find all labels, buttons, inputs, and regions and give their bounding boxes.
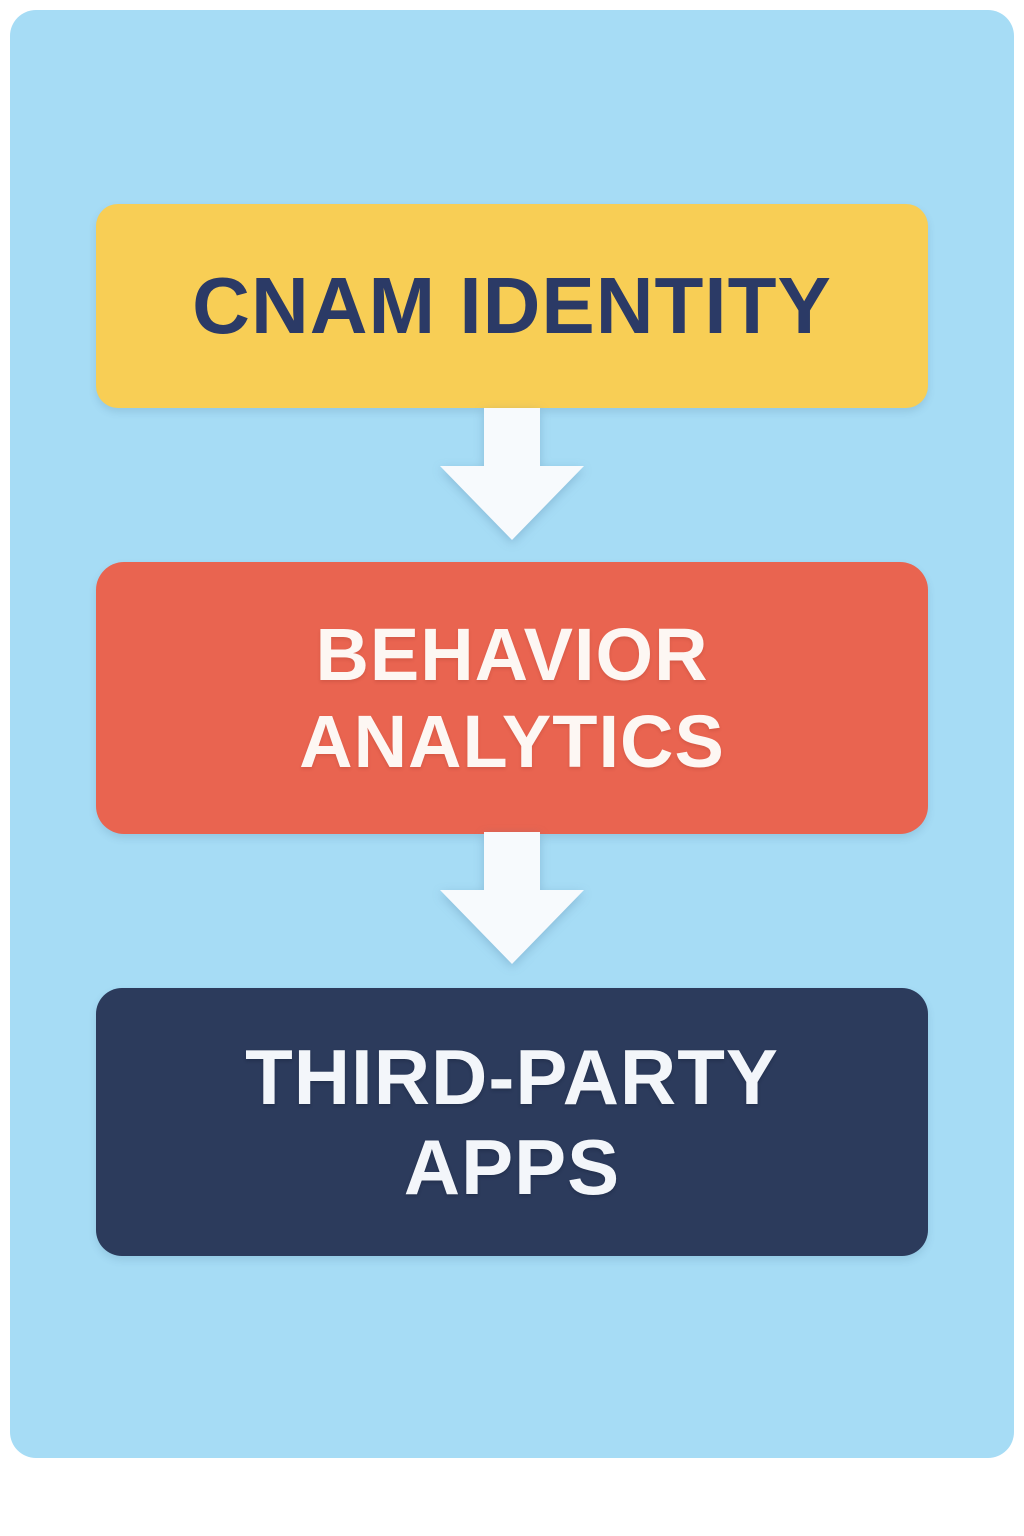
flow-arrow-down-icon	[432, 408, 592, 540]
node-label: BEHAVIOR	[315, 612, 709, 696]
node-label: THIRD-PARTY	[245, 1032, 779, 1121]
node-third-party-apps: THIRD-PARTY APPS	[96, 988, 928, 1256]
node-label: ANALYTICS	[299, 700, 725, 783]
node-cnam-identity: CNAM IDENTITY	[96, 204, 928, 408]
node-behavior-analytics: BEHAVIOR ANALYTICS	[96, 562, 928, 834]
diagram-panel: CNAM IDENTITY BEHAVIOR ANALYTICS THIRD-P…	[10, 10, 1014, 1458]
flow-arrow-down-icon	[432, 832, 592, 964]
node-label: APPS	[403, 1123, 621, 1211]
node-label: CNAM IDENTITY	[192, 261, 832, 350]
